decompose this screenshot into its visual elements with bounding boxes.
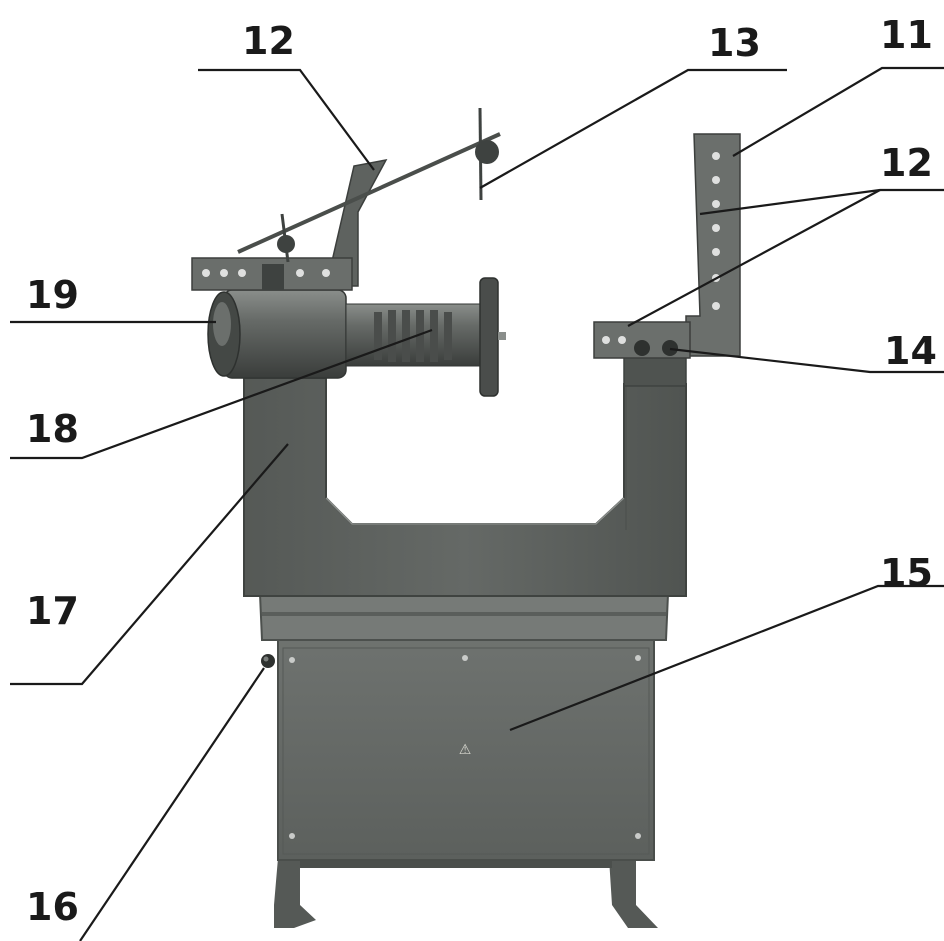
- leader-12-top: [198, 68, 375, 171]
- callout-13: 13: [708, 21, 761, 65]
- leader-lines: [10, 66, 944, 941]
- leader-17: [10, 443, 289, 686]
- leader-18: [10, 328, 433, 460]
- callout-12-top: 12: [242, 19, 295, 63]
- leader-12-right-b: [627, 189, 881, 327]
- leader-16: [79, 667, 265, 941]
- base-legs: [274, 858, 658, 928]
- spindle-housing: [207, 289, 347, 379]
- base-cabinet: ⚠: [277, 639, 655, 861]
- u-frame: [243, 355, 687, 597]
- callout-11: 11: [880, 13, 933, 57]
- callout-18: 18: [26, 407, 79, 451]
- right-clamp: [593, 321, 691, 359]
- flange-disc: [479, 277, 506, 397]
- side-knob: [261, 654, 275, 668]
- callout-16: 16: [26, 885, 79, 929]
- callout-17: 17: [26, 589, 79, 633]
- callout-labels: 12 13 11 12 19 14 18 15 17 16: [26, 13, 937, 929]
- leader-13: [479, 68, 787, 189]
- callout-15: 15: [880, 551, 933, 595]
- callout-12-right: 12: [880, 141, 933, 185]
- callout-14: 14: [884, 329, 937, 373]
- right-upright: [685, 133, 741, 357]
- callout-19: 19: [26, 273, 79, 317]
- left-bracket: [191, 107, 501, 291]
- tray: [258, 593, 670, 641]
- leader-15: [509, 584, 944, 732]
- warning-icon: ⚠: [459, 742, 472, 758]
- leader-11: [732, 66, 944, 157]
- leader-14: [669, 347, 944, 374]
